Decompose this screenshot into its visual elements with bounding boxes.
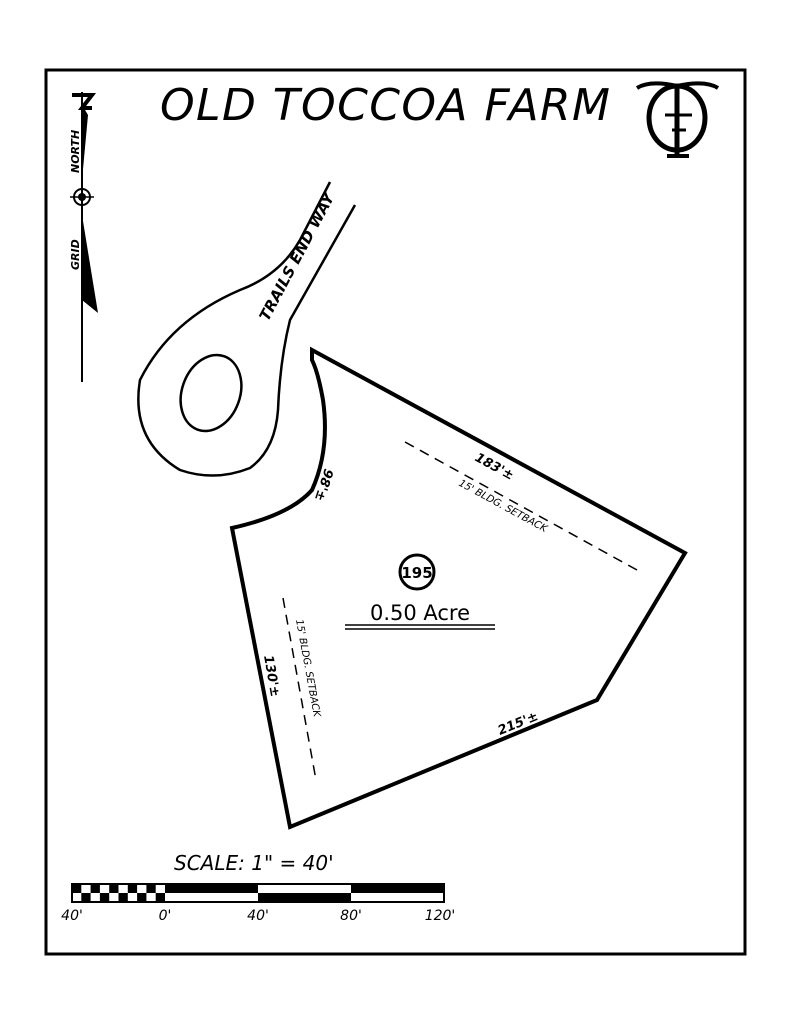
- scale-tick-label: 0': [159, 908, 172, 924]
- north-label: NORTH: [69, 130, 82, 173]
- dimension-southwest: 130'±: [260, 654, 282, 698]
- drawing-border: [44, 68, 747, 956]
- scale-tick-label: 120': [425, 908, 456, 924]
- scale-checker-cell: [81, 893, 91, 902]
- lot-number: 195: [401, 564, 432, 582]
- grid-label: GRID: [69, 239, 82, 270]
- scale-checker-cell: [90, 884, 100, 893]
- scale-checker-cell: [127, 884, 138, 893]
- scale-checker-cell: [99, 893, 110, 902]
- otf-logo: [635, 81, 720, 158]
- scale-tick-label: 40': [61, 908, 83, 924]
- lot-number-circle: [398, 553, 436, 591]
- lot-area: 0.50 Acre: [370, 601, 470, 625]
- cul-de-sac-island: [179, 353, 243, 433]
- scale-tick-label: 40': [247, 908, 269, 924]
- scale-checker-cell: [155, 893, 165, 902]
- north-arrow: NORTH GRID: [69, 92, 98, 382]
- setback-north-label: 15' BLDG. SETBACK: [457, 478, 550, 536]
- scale-label: SCALE: 1" = 40': [174, 851, 334, 875]
- scale-checker-cell: [137, 893, 147, 902]
- scale-checker-cell: [146, 884, 156, 893]
- title: OLD TOCCOA FARM: [160, 80, 610, 131]
- scale-tick-label: 80': [340, 908, 362, 924]
- lot-boundary: [229, 346, 688, 830]
- scale-checker-cell: [72, 884, 82, 893]
- setback-west-label: 15' BLDG. SETBACK: [293, 619, 322, 720]
- road-trails-end-way: [137, 181, 357, 477]
- scale-checker-cell: [109, 884, 119, 893]
- scale-bar: [71, 883, 445, 903]
- setback-line-west: [282, 597, 317, 781]
- scale-checker-cell: [118, 893, 128, 902]
